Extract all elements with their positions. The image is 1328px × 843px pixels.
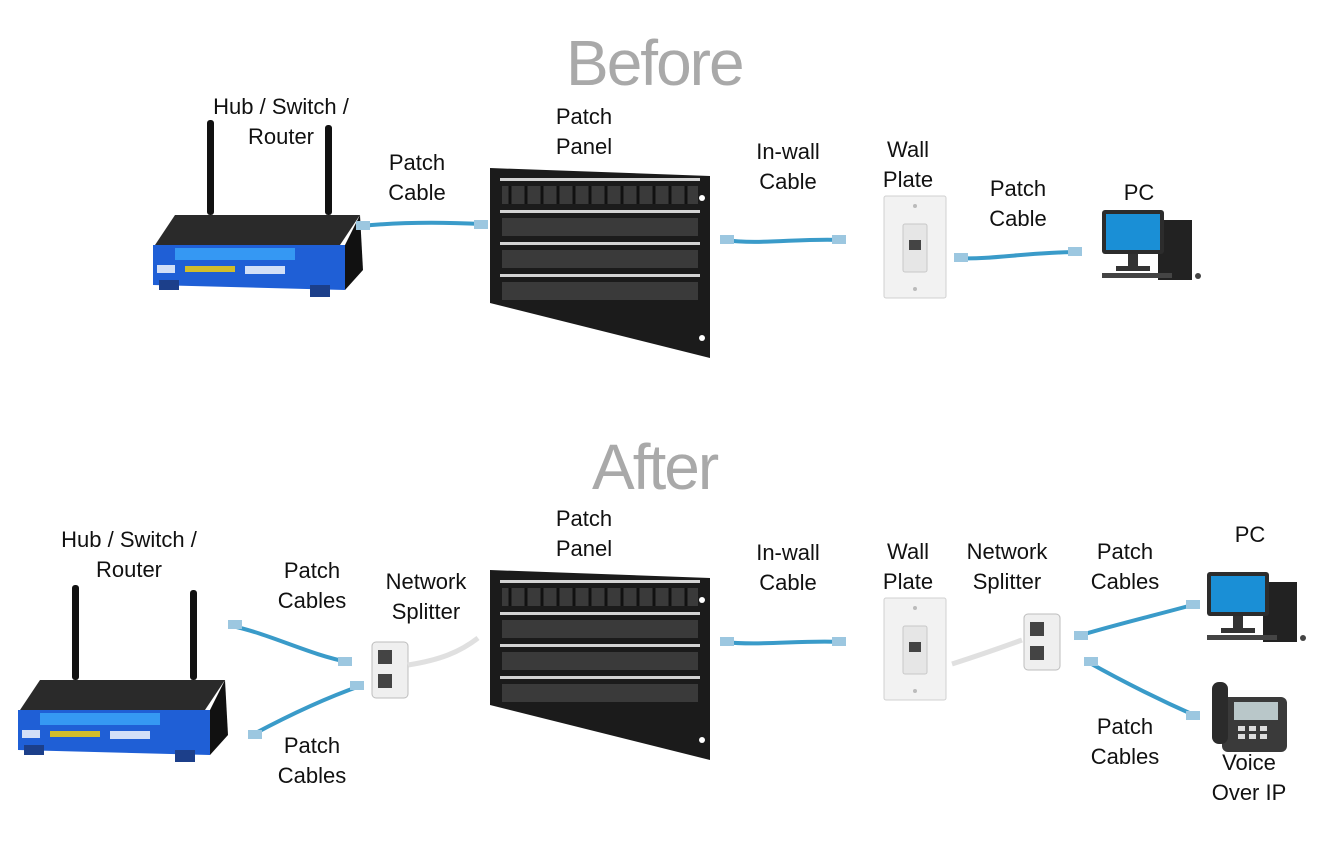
inwall-cable-after xyxy=(720,637,846,646)
label-router-after: Hub / Switch /Router xyxy=(61,527,197,582)
patch-panel-after xyxy=(488,568,712,762)
after-heading: After xyxy=(592,431,719,503)
splitter-1-tail xyxy=(407,636,480,668)
inwall-cable-before xyxy=(720,235,846,244)
pc-after xyxy=(1207,572,1306,642)
patch-panel-before xyxy=(488,166,712,360)
label-router-before: Hub / Switch /Router xyxy=(213,94,349,149)
before-heading: Before xyxy=(566,27,745,99)
wall-plate-before xyxy=(883,195,947,299)
pc-before xyxy=(1102,210,1201,280)
patch-cable-after-right-top xyxy=(1074,600,1200,640)
router-after xyxy=(18,585,228,762)
patch-cable-after-top xyxy=(228,620,352,666)
patch-cable-before-2 xyxy=(954,247,1082,262)
network-splitter-2 xyxy=(1023,613,1061,671)
label-pc-after: PC xyxy=(1234,522,1266,547)
patch-cable-before-1 xyxy=(356,220,488,230)
patch-cable-after-bottom xyxy=(248,681,364,739)
wall-plate-after xyxy=(883,597,947,701)
network-splitter-1 xyxy=(371,641,409,699)
voip-phone xyxy=(1212,682,1287,752)
router-before xyxy=(153,120,363,297)
splitter-2-tail xyxy=(951,637,1023,667)
label-pc-before: PC xyxy=(1123,180,1155,205)
patch-cable-after-right-bottom xyxy=(1084,657,1200,720)
